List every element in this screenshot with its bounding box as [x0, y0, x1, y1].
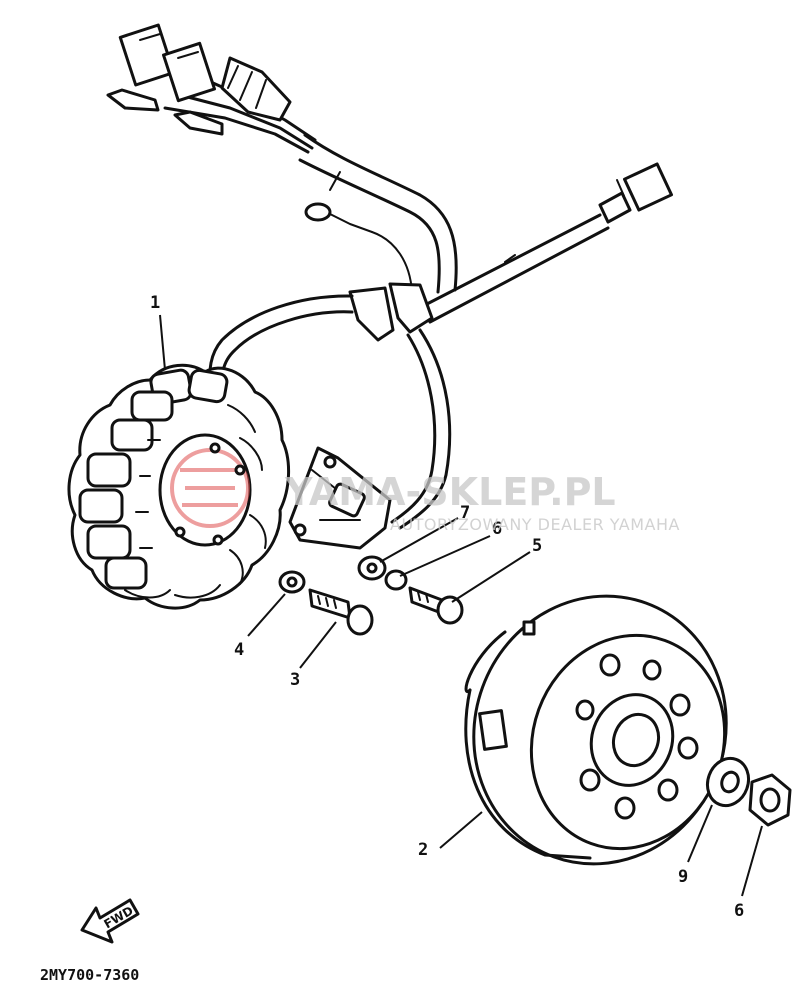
washer-9: [705, 756, 751, 808]
drawing-code: 2MY700-7360: [40, 966, 139, 984]
callout-3: 3: [290, 670, 300, 690]
callout-6-lower: 6: [734, 901, 744, 921]
wiring-harness: [106, 23, 673, 530]
stator-coil: [67, 363, 291, 610]
rotor-holes: [575, 653, 699, 820]
washer-7: [357, 555, 387, 581]
washer-4: [278, 570, 306, 594]
harness-clamp: [348, 282, 434, 342]
fwd-arrow-icon: FWD: [80, 898, 140, 944]
leader-lines: [159, 314, 763, 897]
screw-3: [308, 588, 374, 636]
grommet-coupler: [220, 56, 292, 122]
bullet-terminal-1: [106, 88, 160, 112]
callout-7: 7: [460, 503, 470, 523]
watermark-subtext: AUTORYZOWANY DEALER YAMAHA: [390, 515, 680, 534]
rotor-flywheel: [464, 594, 728, 866]
bullet-terminal-2: [173, 110, 224, 136]
callout-2: 2: [418, 840, 428, 860]
callout-6-upper: 6: [492, 519, 502, 539]
screw-5: [408, 586, 464, 625]
ground-ring-terminal: [304, 202, 413, 293]
pickup-coil: [288, 446, 392, 550]
callout-5: 5: [532, 536, 542, 556]
callout-4: 4: [234, 640, 244, 660]
connector-right: [598, 162, 673, 224]
watermark-text: YAMA-SKLEP.PL: [284, 470, 616, 514]
callout-1: 1: [150, 293, 160, 313]
callout-9: 9: [678, 867, 688, 887]
connector-block-top: [118, 23, 216, 103]
stator-windings: [78, 368, 267, 599]
nut-8: [748, 773, 792, 827]
